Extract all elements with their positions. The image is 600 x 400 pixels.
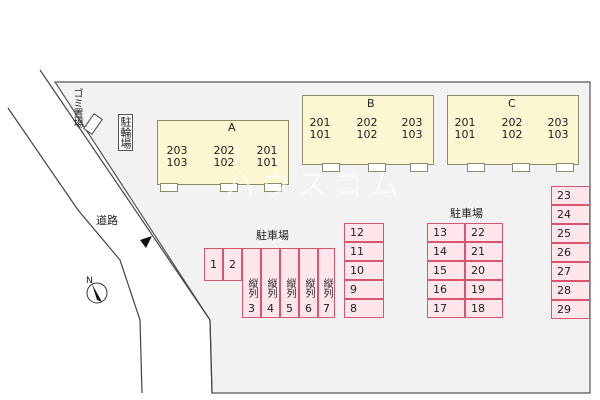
parking-space: 9 bbox=[344, 280, 384, 299]
road-label: 道路 bbox=[96, 214, 118, 227]
entry-step bbox=[322, 163, 340, 172]
parking-space: 16 bbox=[427, 280, 465, 299]
bicycle-parking-label: 駐輪場 bbox=[118, 114, 133, 151]
entry-step bbox=[512, 163, 530, 172]
trash-label: ゴミ置場 bbox=[71, 88, 82, 128]
entry-step bbox=[556, 163, 574, 172]
parking-space: 18 bbox=[465, 299, 503, 318]
parking-space: 26 bbox=[551, 243, 590, 262]
parking-space: 8 bbox=[344, 299, 384, 318]
parking-space: 11 bbox=[344, 242, 384, 261]
parking-space: 21 bbox=[465, 242, 503, 261]
watermark: ハウスコム bbox=[225, 168, 405, 203]
parking-space: 10 bbox=[344, 261, 384, 280]
parking-space: 13 bbox=[427, 223, 465, 242]
parking-space: 20 bbox=[465, 261, 503, 280]
parking-space: 15 bbox=[427, 261, 465, 280]
parking-space: 1 bbox=[204, 248, 223, 281]
entry-step bbox=[160, 183, 178, 192]
building-c bbox=[447, 95, 579, 165]
entry-step bbox=[467, 163, 485, 172]
parking-label-left: 駐車場 bbox=[256, 229, 289, 242]
parking-space: 19 bbox=[465, 280, 503, 299]
parking-space: 24 bbox=[551, 205, 590, 224]
parking-space: 12 bbox=[344, 223, 384, 242]
building-b-name: B bbox=[367, 97, 375, 110]
parking-space: 23 bbox=[551, 186, 590, 205]
compass-needle-icon bbox=[92, 284, 102, 302]
parking-space: 17 bbox=[427, 299, 465, 318]
parking-space: 28 bbox=[551, 281, 590, 300]
entry-step bbox=[368, 163, 386, 172]
road-far-edge bbox=[7, 107, 143, 394]
lot-edge-line bbox=[39, 69, 213, 394]
parking-space: 27 bbox=[551, 262, 590, 281]
north-label: N bbox=[86, 276, 93, 286]
parking-label-right: 駐車場 bbox=[450, 207, 483, 220]
entry-step bbox=[264, 183, 282, 192]
building-a bbox=[157, 120, 289, 185]
parking-space: 29 bbox=[551, 300, 590, 319]
entry-step bbox=[410, 163, 428, 172]
entry-step bbox=[220, 183, 238, 192]
parking-space: 25 bbox=[551, 224, 590, 243]
building-a-name: A bbox=[228, 121, 236, 134]
trash-box bbox=[83, 113, 103, 135]
parking-space: 22 bbox=[465, 223, 503, 242]
entrance-arrow-icon bbox=[140, 236, 152, 248]
parking-space: 14 bbox=[427, 242, 465, 261]
building-c-name: C bbox=[508, 97, 516, 110]
parking-space: 2 bbox=[223, 248, 242, 281]
